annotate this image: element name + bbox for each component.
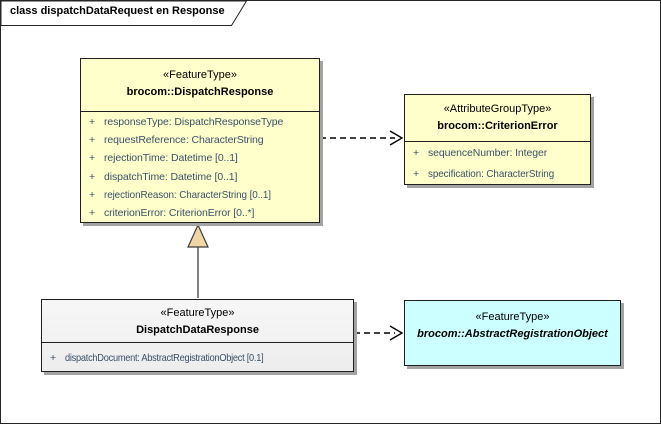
- attribute-text: responseType: DispatchResponseType: [104, 116, 284, 129]
- class-name: brocom::DispatchResponse: [126, 86, 274, 98]
- attribute-row: + specification: CharacterString: [405, 168, 590, 180]
- class-name: DispatchDataResponse: [136, 324, 259, 336]
- open-arrowhead-icon: [389, 130, 404, 146]
- visibility-marker: +: [89, 170, 96, 183]
- dependency-arrow-dispatchdataresponse-abstractregistrationobject[interactable]: [354, 325, 404, 341]
- visibility-marker: +: [89, 152, 96, 165]
- attribute-row: + rejectionReason: CharacterString [0..1…: [81, 189, 319, 201]
- frame-tab-shape: [1, 1, 248, 26]
- stereotype-label: «AttributeGroupType»: [443, 103, 552, 115]
- diagram-frame-tab: class dispatchDataRequest en Response: [1, 1, 251, 27]
- attribute-compartment: + responseType: DispatchResponseType + r…: [81, 111, 319, 223]
- attribute-text: rejectionReason: CharacterString [0..1]: [104, 188, 271, 201]
- attribute-row: + dispatchDocument: AbstractRegistration…: [42, 352, 353, 364]
- attribute-text: requestReference: CharacterString: [104, 134, 264, 147]
- attribute-row: + sequenceNumber: Integer: [405, 147, 590, 159]
- class-box-dispatch-response[interactable]: «FeatureType» brocom::DispatchResponse +…: [80, 58, 320, 223]
- class-box-criterion-error[interactable]: «AttributeGroupType» brocom::CriterionEr…: [404, 94, 591, 185]
- stereotype-label: «FeatureType»: [160, 307, 235, 319]
- class-header: «AttributeGroupType» brocom::CriterionEr…: [405, 95, 590, 141]
- attribute-row: + criterionError: CriterionError [0..*]: [81, 207, 319, 219]
- visibility-marker: +: [413, 147, 420, 160]
- attribute-text: criterionError: CriterionError [0..*]: [104, 206, 255, 219]
- attribute-row: + responseType: DispatchResponseType: [81, 116, 319, 128]
- attribute-text: specification: CharacterString: [428, 167, 555, 180]
- attribute-text: dispatchDocument: AbstractRegistrationOb…: [65, 351, 264, 364]
- visibility-marker: +: [89, 188, 96, 201]
- attribute-text: sequenceNumber: Integer: [428, 147, 548, 160]
- class-header: «FeatureType» brocom::DispatchResponse: [81, 59, 319, 111]
- open-arrowhead-icon: [389, 325, 404, 341]
- visibility-marker: +: [89, 134, 96, 147]
- stereotype-label: «FeatureType»: [475, 311, 550, 323]
- dependency-arrow-dispatchresponse-criterionerror[interactable]: [320, 130, 404, 146]
- attribute-row: + dispatchTime: Datetime [0..1]: [81, 171, 319, 183]
- visibility-marker: +: [89, 206, 96, 219]
- attribute-compartment: + sequenceNumber: Integer + specificatio…: [405, 141, 590, 185]
- class-header: «FeatureType» brocom::AbstractRegistrati…: [405, 301, 620, 365]
- class-box-dispatch-data-response[interactable]: «FeatureType» DispatchDataResponse + dis…: [41, 299, 354, 372]
- attribute-row: + rejectionTime: Datetime [0..1]: [81, 152, 319, 164]
- attribute-text: dispatchTime: Datetime [0..1]: [104, 170, 238, 183]
- stereotype-label: «FeatureType»: [163, 69, 237, 81]
- class-header: «FeatureType» DispatchDataResponse: [42, 300, 353, 342]
- generalization-arrow-dispatchdataresponse-dispatchresponse[interactable]: [187, 223, 209, 298]
- visibility-marker: +: [89, 116, 96, 129]
- class-box-abstract-registration-object[interactable]: «FeatureType» brocom::AbstractRegistrati…: [404, 300, 621, 366]
- class-name: brocom::AbstractRegistrationObject: [417, 328, 608, 340]
- class-name: brocom::CriterionError: [437, 120, 558, 132]
- attribute-compartment: + dispatchDocument: AbstractRegistration…: [42, 342, 353, 372]
- visibility-marker: +: [413, 167, 420, 180]
- attribute-text: rejectionTime: Datetime [0..1]: [104, 152, 238, 165]
- diagram-title: class dispatchDataRequest en Response: [10, 5, 225, 17]
- attribute-row: + requestReference: CharacterString: [81, 134, 319, 146]
- visibility-marker: +: [50, 351, 57, 364]
- hollow-triangle-icon: [187, 223, 209, 248]
